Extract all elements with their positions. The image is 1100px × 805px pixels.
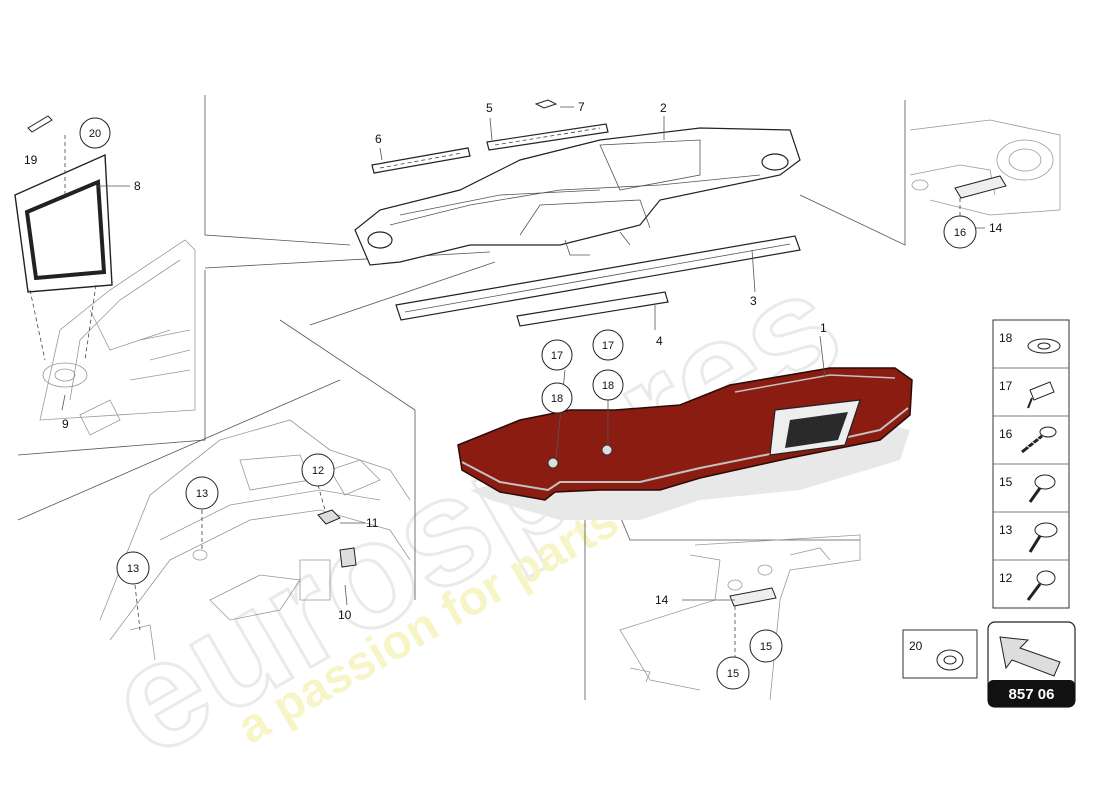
part-label-14-bottom: 14 — [655, 593, 669, 607]
part-label-6: 6 — [375, 132, 382, 146]
part-label-11: 11 — [366, 516, 379, 530]
callout-18-left: 18 — [541, 382, 573, 414]
callout-15-lower: 15 — [716, 656, 750, 690]
svg-text:18: 18 — [602, 380, 614, 392]
part-label-8: 8 — [134, 179, 141, 193]
legend-box-20: 20 — [902, 629, 978, 679]
torx-screw-icon — [1026, 570, 1056, 601]
callout-16: 16 — [943, 215, 977, 249]
grommet-icon — [936, 649, 964, 671]
watermark-brand: eurospares — [82, 238, 866, 788]
top-right-detail-view — [909, 119, 1061, 218]
svg-text:18: 18 — [551, 393, 563, 405]
callout-12: 12 — [301, 453, 335, 487]
washer-icon — [1027, 338, 1061, 354]
bottom-left-detail-view — [99, 419, 411, 661]
callout-13-lower: 13 — [116, 551, 150, 585]
callout-18-right: 18 — [592, 369, 624, 401]
part-label-14-top: 14 — [989, 221, 1003, 235]
legend-num-13: 13 — [999, 523, 1013, 537]
part-4-trim-strip — [516, 291, 669, 327]
flange-bolt-icon — [1028, 522, 1058, 553]
fastener-legend: 18 17 16 15 13 12 — [992, 319, 1070, 609]
part-2-dash-carrier — [354, 127, 801, 266]
svg-text:15: 15 — [760, 641, 772, 653]
screw-icon — [1027, 381, 1055, 409]
callout-13-upper: 13 — [185, 476, 219, 510]
reference-code: 857 06 — [1009, 686, 1055, 703]
part-6-vent-strip — [371, 147, 471, 174]
watermark: eurospares a passion for parts since 198… — [81, 236, 868, 789]
part-label-10: 10 — [338, 608, 352, 622]
legend-num-20: 20 — [909, 639, 923, 653]
reference-box: 857 06 — [987, 621, 1076, 708]
part-label-19: 19 — [24, 153, 38, 167]
svg-text:13: 13 — [127, 563, 139, 575]
part-8-panel — [14, 153, 113, 361]
svg-text:20: 20 — [89, 128, 101, 140]
svg-text:12: 12 — [312, 465, 324, 477]
bolt-icon — [1028, 474, 1056, 503]
part-label-5: 5 — [486, 101, 493, 115]
part-3-trim-strip — [395, 235, 801, 321]
svg-text:17: 17 — [551, 350, 563, 362]
callout-17-right: 17 — [592, 329, 624, 361]
part-label-7: 7 — [578, 100, 585, 114]
legend-num-17: 17 — [999, 379, 1013, 393]
part-5-vent-strip — [486, 123, 609, 151]
svg-text:17: 17 — [602, 340, 614, 352]
part-label-1: 1 — [820, 321, 827, 335]
legend-num-16: 16 — [999, 427, 1013, 441]
part-label-9: 9 — [62, 417, 69, 431]
part-label-4: 4 — [656, 334, 663, 348]
svg-text:15: 15 — [727, 668, 739, 680]
left-panel-view — [39, 239, 196, 436]
part-labels: 1 2 3 4 5 6 7 8 9 10 11 14 14 19 — [24, 100, 1003, 622]
self-tapping-screw-icon — [1021, 426, 1057, 454]
callout-17-left: 17 — [541, 339, 573, 371]
part-7-clip — [534, 99, 558, 109]
part-label-2: 2 — [660, 101, 667, 115]
callout-20-top: 20 — [79, 117, 111, 149]
part-label-3: 3 — [750, 294, 757, 308]
legend-num-12: 12 — [999, 571, 1013, 585]
legend-num-15: 15 — [999, 475, 1013, 489]
legend-num-18: 18 — [999, 331, 1013, 345]
part-19-clip — [27, 115, 66, 195]
svg-text:16: 16 — [954, 227, 966, 239]
direction-arrow-icon — [999, 636, 1061, 677]
callout-15-right: 15 — [749, 629, 783, 663]
part-1-dashboard-trim — [457, 367, 913, 520]
bottom-center-detail-view — [619, 534, 861, 701]
svg-text:13: 13 — [196, 488, 208, 500]
